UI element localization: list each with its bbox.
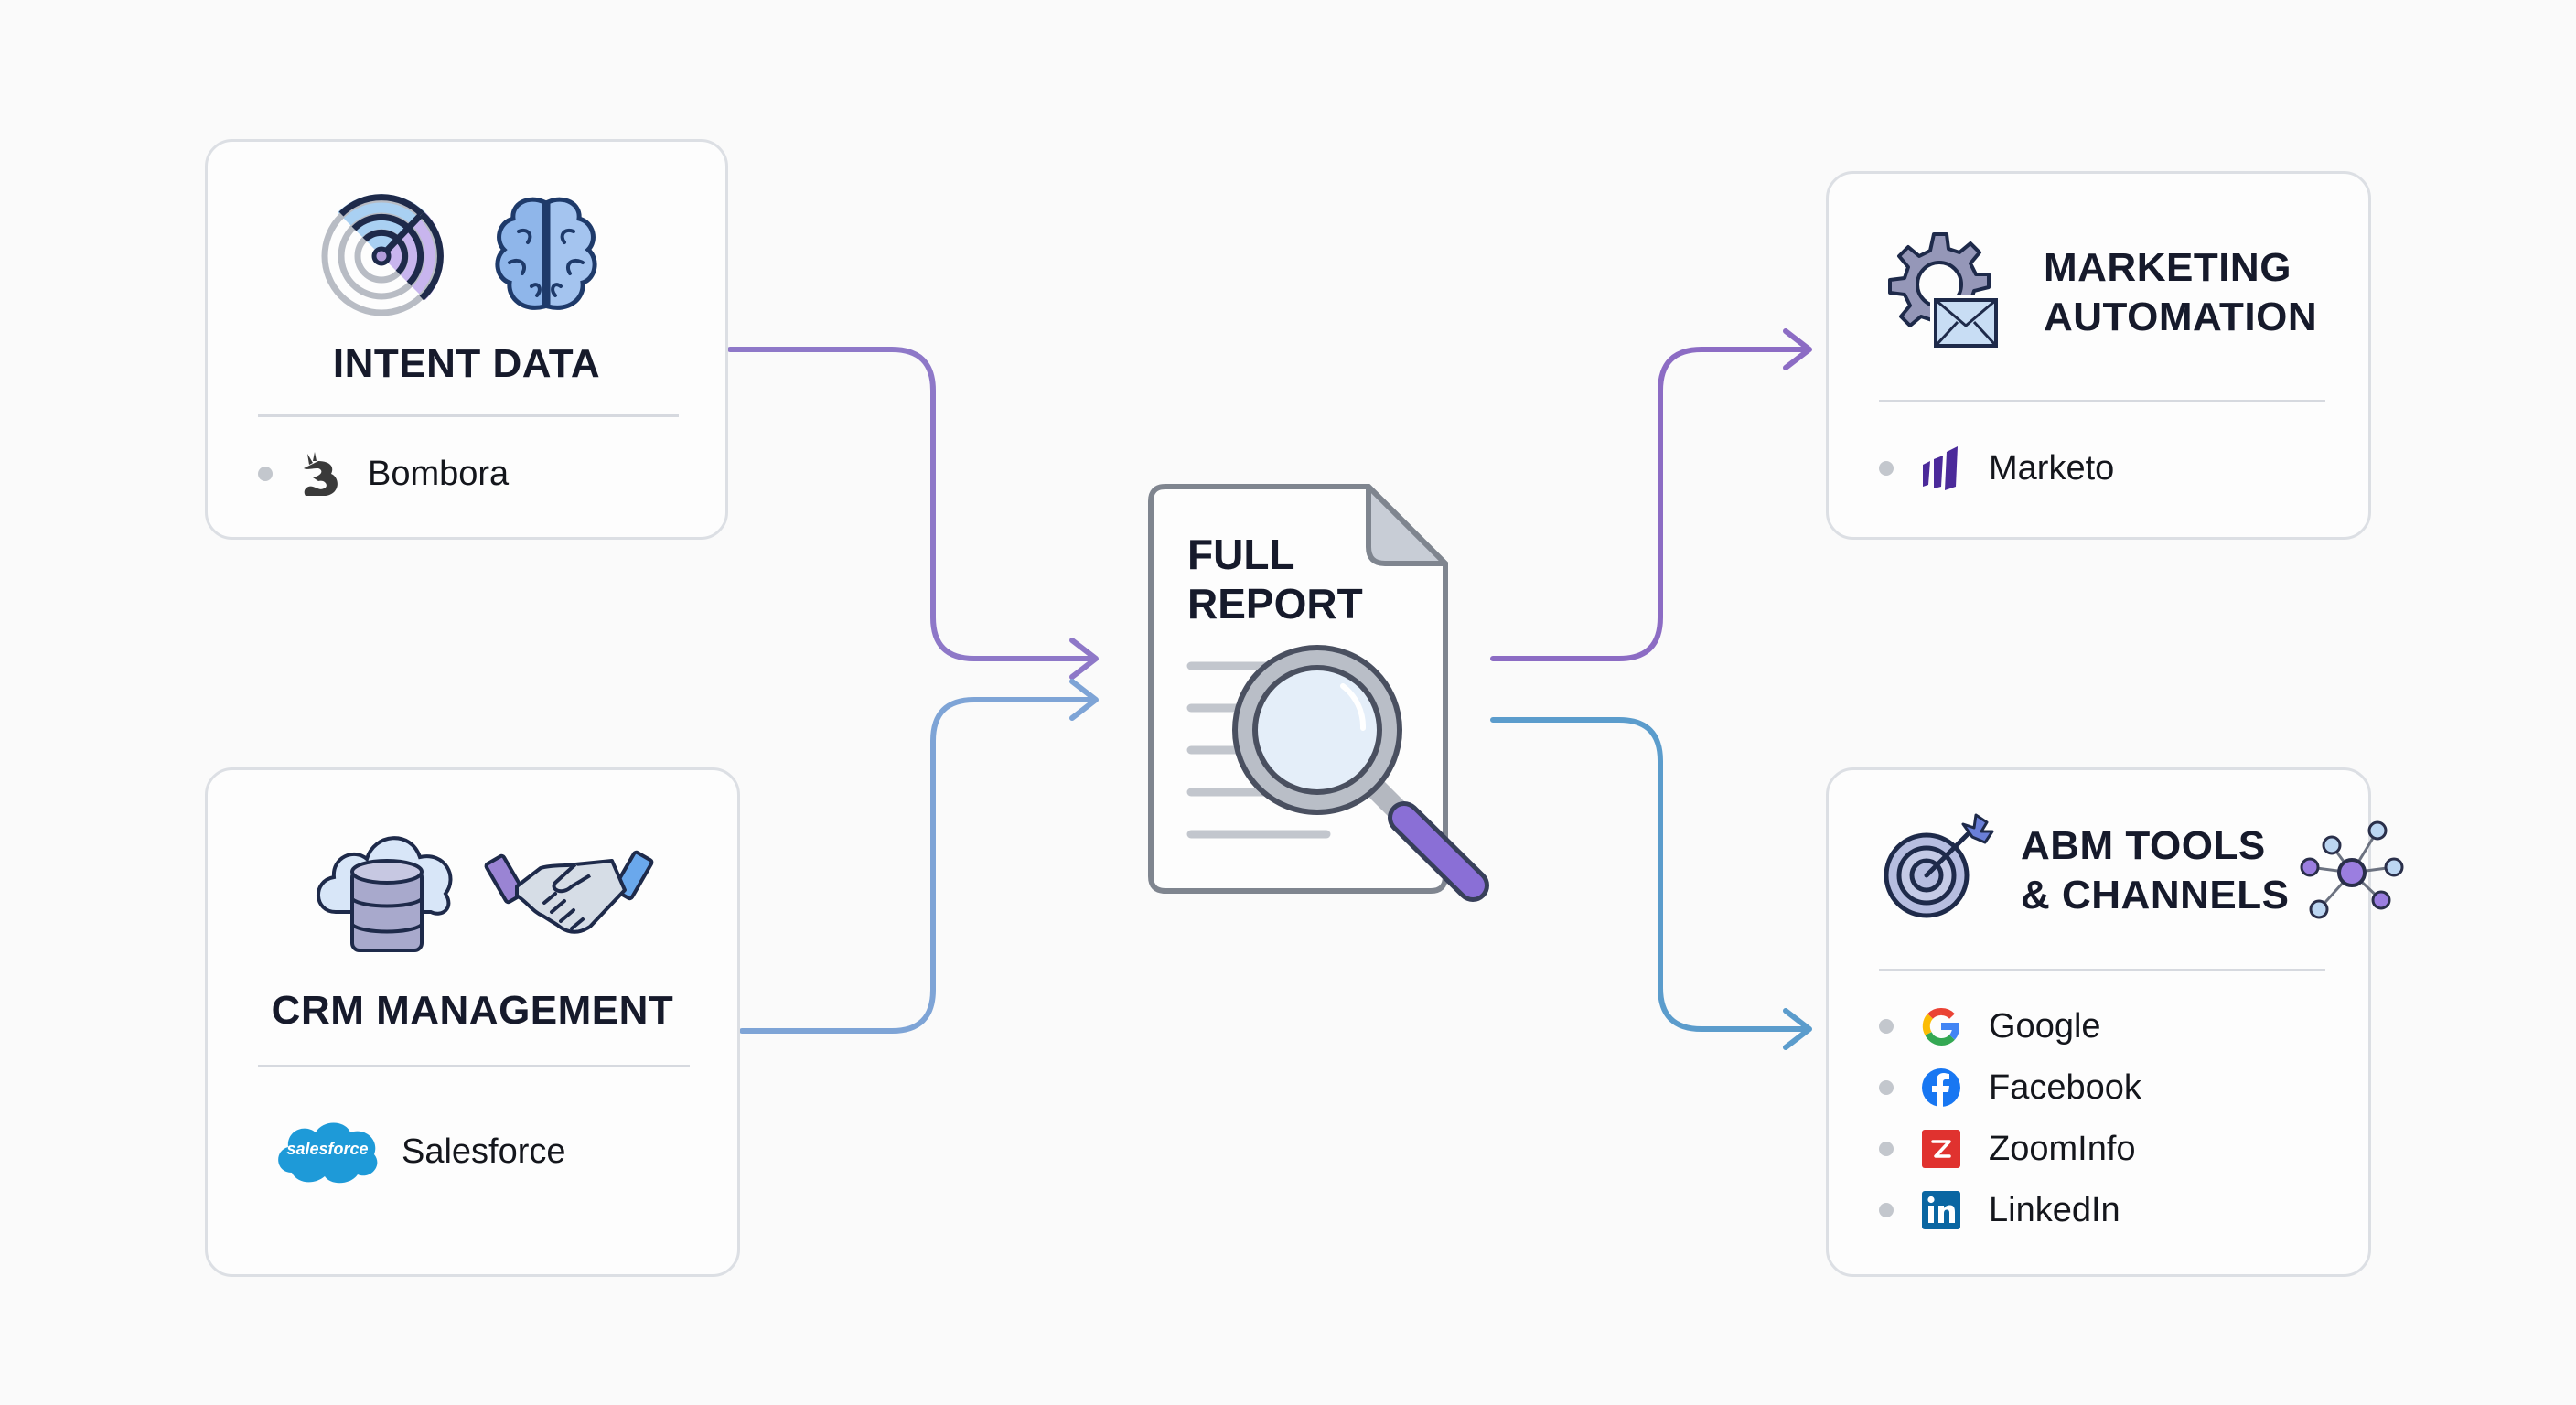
bombora-logo <box>298 452 342 496</box>
handshake-icon <box>484 850 654 934</box>
gear-envelope-icon <box>1888 232 1998 348</box>
list-item-marketo[interactable]: Marketo <box>1879 441 2114 496</box>
connector-report-to-marketing <box>1490 347 1809 661</box>
marketing-automation-card: MARKETING AUTOMATION Marketo <box>1826 171 2371 540</box>
network-nodes-icon <box>2300 820 2404 919</box>
connector-intent-to-report <box>727 347 1097 661</box>
marketing-automation-title-line1: MARKETING <box>2044 245 2292 290</box>
intent-data-title: INTENT DATA <box>332 341 601 386</box>
list-item-facebook[interactable]: Facebook <box>1879 1060 2141 1115</box>
radar-icon <box>321 194 444 316</box>
google-label: Google <box>1989 1006 2101 1046</box>
crm-management-card: CRM MANAGEMENT salesforce Salesforce <box>205 767 740 1277</box>
target-arrow-icon <box>1884 813 1994 918</box>
facebook-label: Facebook <box>1989 1067 2141 1107</box>
marketo-label: Marketo <box>1989 448 2115 488</box>
bombora-label: Bombora <box>368 454 510 493</box>
intent-data-divider <box>258 414 679 417</box>
bullet <box>1879 461 1894 476</box>
arrowhead-crm-to-report <box>1069 679 1099 721</box>
brain-icon <box>495 197 597 310</box>
connector-report-to-abm <box>1490 717 1809 1032</box>
bullet <box>258 467 273 481</box>
abm-tools-card: ABM TOOLS & CHANNELS <box>1826 767 2404 1277</box>
linkedin-logo <box>1919 1188 1963 1232</box>
list-item-salesforce[interactable]: salesforce Salesforce <box>274 1122 566 1184</box>
linkedin-label: LinkedIn <box>1989 1190 2120 1229</box>
google-logo <box>1919 1004 1963 1048</box>
document-magnifier-icon <box>1148 484 1489 902</box>
list-item-linkedin[interactable]: LinkedIn <box>1879 1183 2120 1238</box>
cloud-database-icon <box>317 836 453 952</box>
list-item-google[interactable]: Google <box>1879 999 2101 1054</box>
abm-tools-title-line2: & CHANNELS <box>2021 873 2290 917</box>
intent-data-card: INTENT DATA Bombora <box>205 139 728 540</box>
bullet <box>1879 1019 1894 1034</box>
abm-tools-title-line1: ABM TOOLS <box>2021 823 2266 868</box>
list-item-zoominfo[interactable]: ZoomInfo <box>1879 1121 2136 1176</box>
marketo-logo <box>1919 446 1963 490</box>
full-report-title-line2: REPORT <box>1187 580 1363 627</box>
arrowhead-report-to-marketing <box>1783 328 1812 370</box>
salesforce-logo: salesforce <box>274 1118 381 1185</box>
marketing-automation-title-line2: AUTOMATION <box>2044 295 2318 339</box>
zoominfo-label: ZoomInfo <box>1989 1129 2136 1168</box>
facebook-logo <box>1919 1066 1963 1110</box>
crm-management-title: CRM MANAGEMENT <box>271 988 674 1033</box>
full-report-title-line1: FULL <box>1187 531 1295 578</box>
bullet <box>1879 1080 1894 1095</box>
list-item-bombora[interactable]: Bombora <box>258 446 509 501</box>
salesforce-logo-text: salesforce <box>286 1140 369 1158</box>
bullet <box>1879 1142 1894 1156</box>
arrowhead-intent-to-report <box>1069 638 1099 680</box>
full-report-node[interactable]: FULL REPORT <box>1143 483 1509 904</box>
bullet <box>1879 1203 1894 1217</box>
connector-crm-to-report <box>739 697 1097 1034</box>
crm-management-divider <box>258 1065 690 1067</box>
arrowhead-report-to-abm <box>1783 1008 1812 1050</box>
zoominfo-logo <box>1919 1127 1963 1171</box>
salesforce-label: Salesforce <box>402 1132 566 1171</box>
abm-tools-divider <box>1879 969 2325 971</box>
marketing-automation-divider <box>1879 400 2325 402</box>
